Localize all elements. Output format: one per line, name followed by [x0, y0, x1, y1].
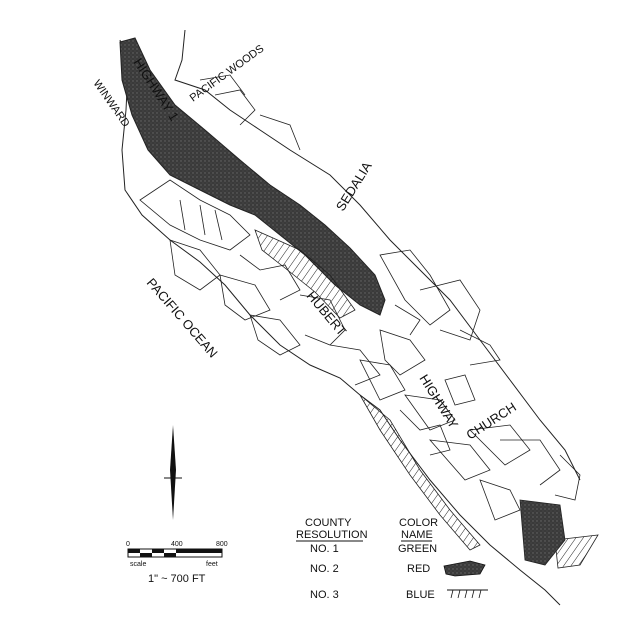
scale-ratio: 1" ~ 700 FT	[148, 573, 206, 585]
scale-bar: 0 400 800 scale feet 1" ~ 700 FT	[126, 541, 228, 585]
scale-tick-0: 0	[126, 541, 130, 548]
red-corridor	[119, 37, 386, 316]
scale-caption-right: feet	[206, 561, 218, 568]
blue-area-tip	[554, 534, 599, 569]
blue-area-south	[359, 394, 481, 551]
legend: COUNTY RESOLUTION COLOR NAME NO. 1 GREEN…	[296, 517, 488, 601]
scale-tick-400: 400	[171, 541, 183, 548]
legend-red-swatch	[443, 560, 486, 577]
legend-row3-resolution: NO. 3	[310, 589, 339, 601]
label-sedalia: SEDALIA	[333, 159, 375, 214]
north-arrow-icon	[164, 425, 182, 520]
legend-row2-color: RED	[407, 563, 430, 575]
label-pacific-ocean: PACIFIC OCEAN	[144, 275, 221, 360]
label-church: CHURCH	[463, 399, 518, 442]
label-highway: HIGHWAY	[416, 372, 461, 432]
legend-header-resolution: RESOLUTION	[296, 529, 368, 541]
legend-row3-color: BLUE	[406, 589, 435, 601]
legend-header-name: NAME	[401, 529, 433, 541]
legend-row1-resolution: NO. 1	[310, 543, 339, 555]
label-pacific-woods: PACIFIC WOODS	[188, 43, 267, 105]
blue-area-hubert	[254, 229, 356, 319]
legend-header-county: COUNTY	[305, 517, 352, 529]
legend-row2-resolution: NO. 2	[310, 563, 339, 575]
coastline	[119, 29, 581, 606]
red-area-tip	[519, 499, 566, 566]
legend-blue-swatch	[447, 589, 488, 599]
scale-caption-left: scale	[130, 561, 146, 568]
legend-header-color: COLOR	[399, 517, 438, 529]
scale-tick-800: 800	[216, 541, 228, 548]
legend-row1-color: GREEN	[398, 543, 437, 555]
parcel-lines	[139, 74, 581, 521]
